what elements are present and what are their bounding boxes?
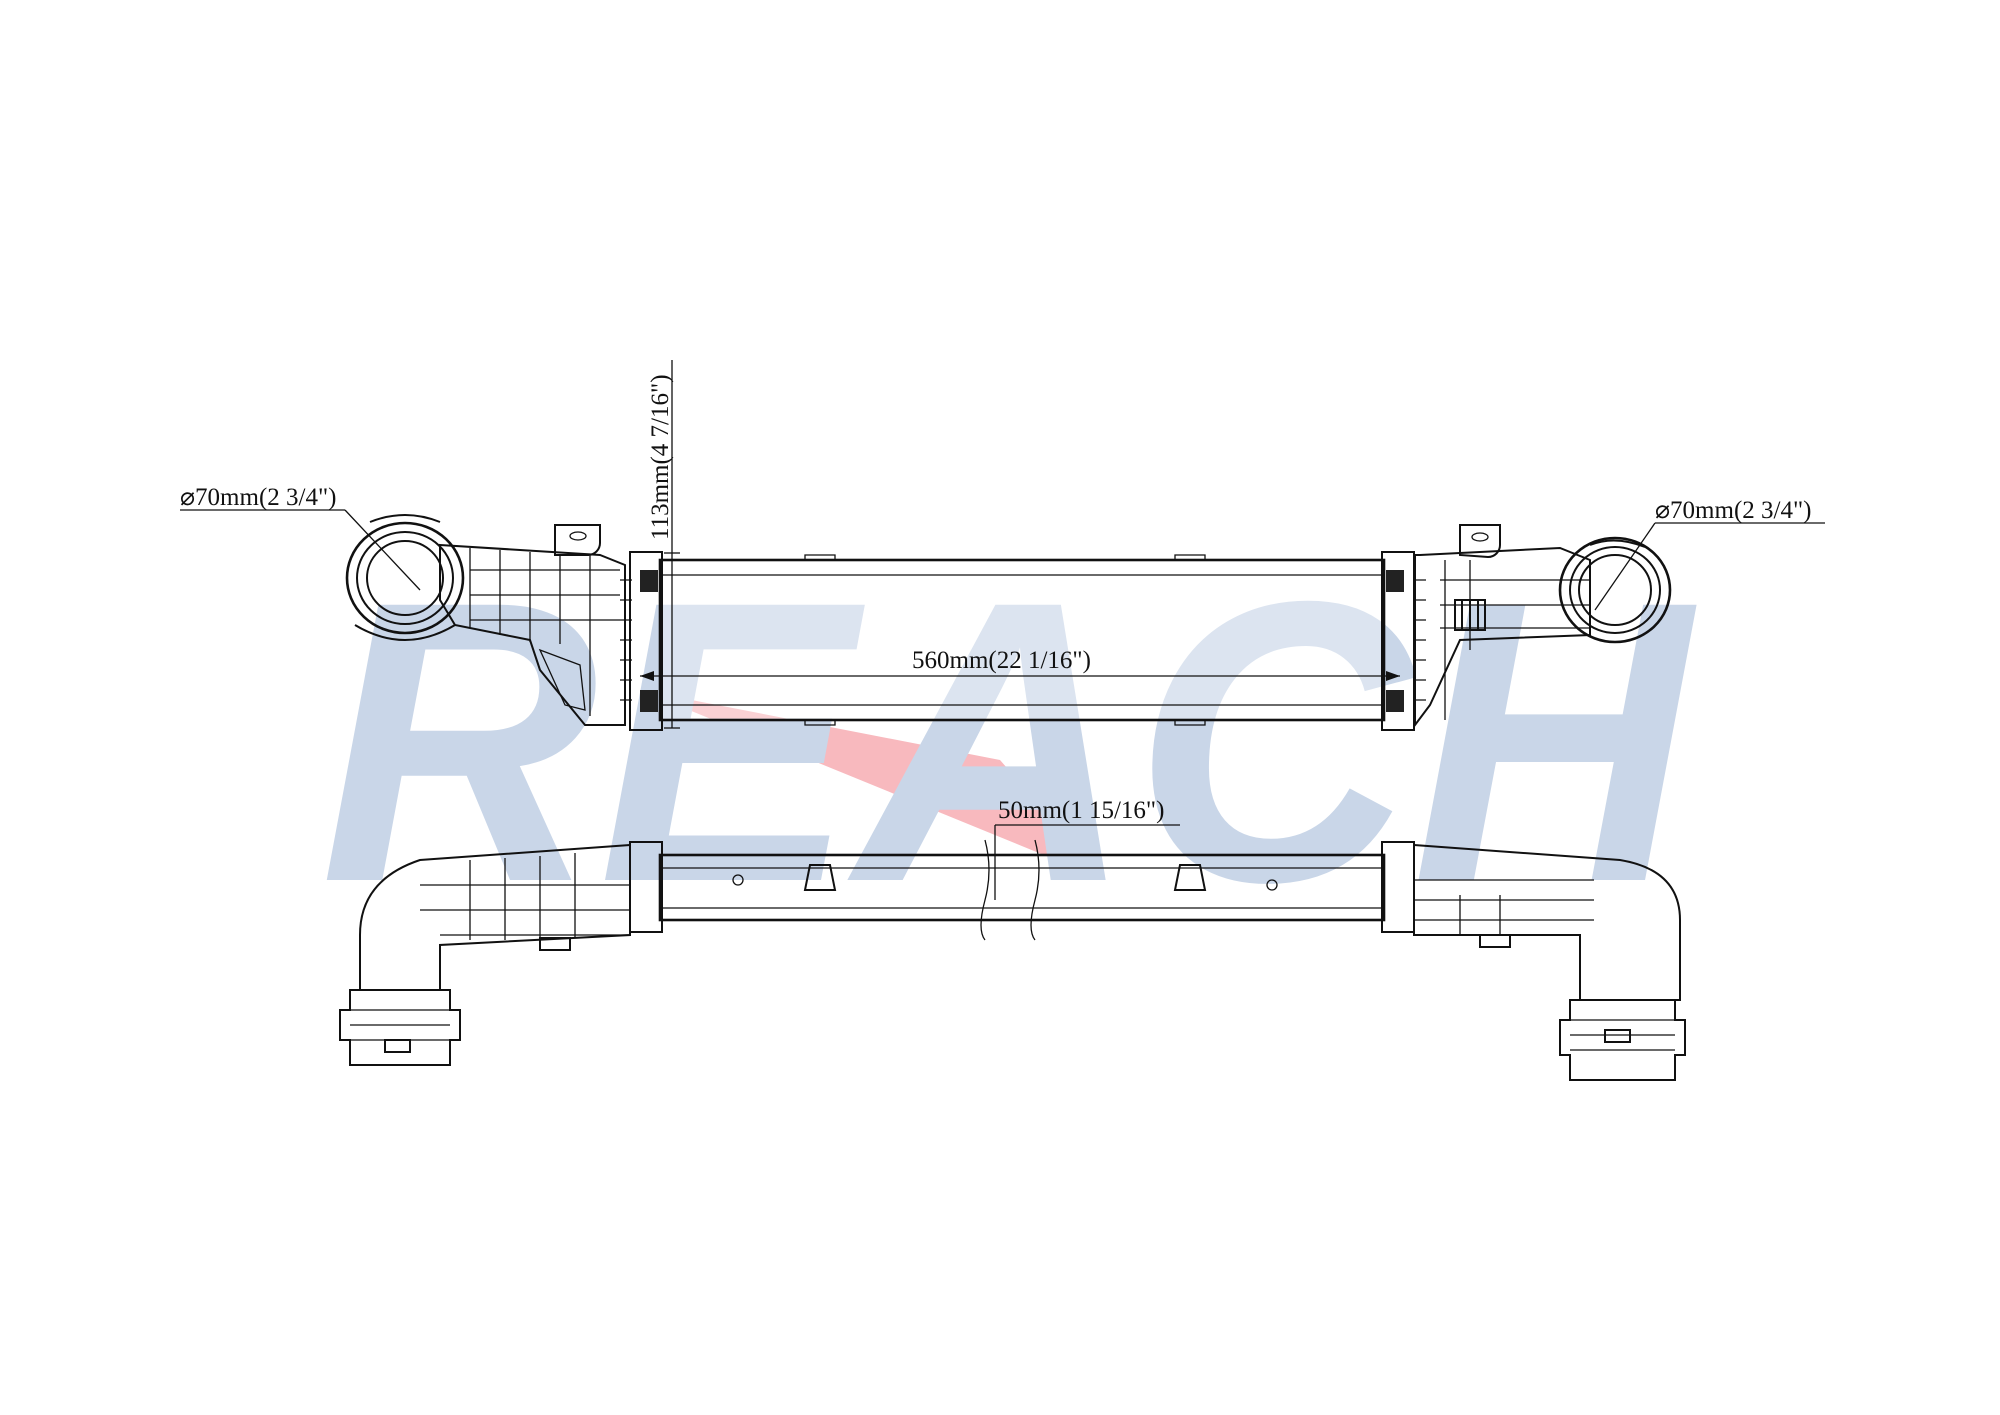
front-left-tank	[439, 524, 626, 726]
left-port	[345, 514, 465, 641]
top-right-tank	[1413, 843, 1686, 1081]
top-core	[658, 853, 1386, 922]
left-port-diameter-label: ⌀70mm(2 3/4")	[180, 484, 337, 511]
dimension-labels: ⌀70mm(2 3/4") ⌀70mm(2 3/4") 113mm(4 7/16…	[180, 374, 1812, 824]
right-port	[1558, 536, 1672, 644]
front-view	[345, 514, 1672, 731]
logo-accent-swoosh	[640, 690, 1105, 880]
right-port-diameter-label: ⌀70mm(2 3/4")	[1655, 497, 1812, 524]
height-label: 113mm(4 7/16")	[647, 374, 674, 540]
front-core	[658, 558, 1386, 722]
top-left-tank	[339, 843, 631, 1066]
dimension-lines	[180, 360, 1825, 900]
front-right-tank	[1414, 524, 1591, 728]
top-view	[339, 839, 1686, 1081]
depth-label: 50mm(1 15/16")	[998, 797, 1164, 824]
length-label: 560mm(22 1/16")	[912, 647, 1091, 674]
